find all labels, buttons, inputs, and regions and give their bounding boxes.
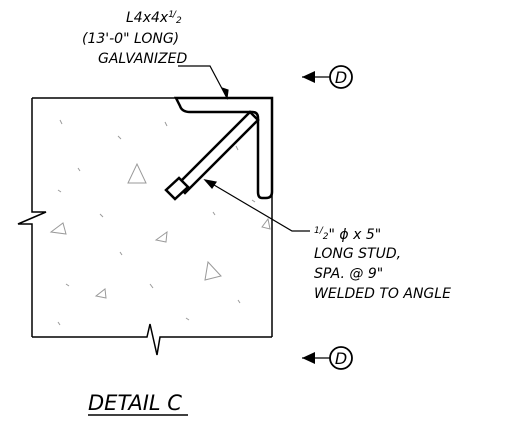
stud-note-fraction-num: 1	[314, 226, 320, 236]
stud-note-fraction-slash: /	[319, 226, 324, 236]
stud-note: 1/2" ϕ x 5" LONG STUD, SPA. @ 9" WELDED …	[314, 226, 451, 302]
angle-note-fraction-slash: /	[172, 10, 177, 20]
svg-text:1/2" ϕ x 5": 1/2" ϕ x 5"	[314, 226, 381, 243]
stud-note-fraction-den: 2	[323, 232, 329, 242]
steel-angle	[173, 96, 274, 200]
stud-note-line3: SPA. @ 9"	[314, 266, 383, 282]
headed-stud	[164, 110, 260, 201]
stud-note-line1-rest: " ϕ x 5"	[329, 227, 382, 243]
angle-note: L4x4x1/2 (13'-0" LONG) GALVANIZED	[82, 10, 187, 67]
angle-note-fraction-num: 1	[168, 10, 174, 20]
stud-note-line4: WELDED TO ANGLE	[314, 286, 451, 302]
stud-leader	[203, 179, 310, 232]
section-marker-bottom: D	[302, 346, 353, 370]
svg-text:L4x4x1/2: L4x4x1/2	[126, 10, 182, 26]
angle-note-line1-prefix: L4x4x	[126, 10, 169, 26]
section-letter-top: D	[335, 68, 347, 87]
angle-note-line3: GALVANIZED	[98, 51, 187, 67]
angle-note-line2: (13'-0" LONG)	[82, 31, 179, 47]
detail-title: DETAIL C	[88, 391, 182, 415]
angle-note-fraction-den: 2	[176, 16, 182, 26]
section-letter-bottom: D	[335, 349, 347, 368]
angle-leader	[178, 65, 229, 101]
stud-note-line2: LONG STUD,	[314, 246, 401, 262]
section-marker-top: D	[302, 65, 353, 89]
detail-title-group: DETAIL C	[88, 391, 188, 416]
concrete-hatch	[49, 119, 271, 326]
